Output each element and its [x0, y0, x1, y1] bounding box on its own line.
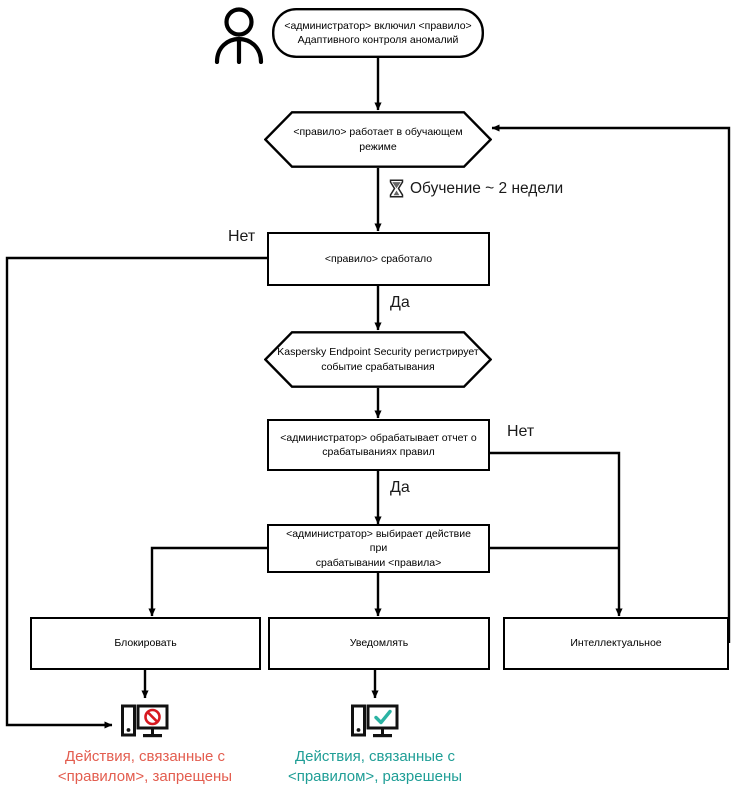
person-icon: [208, 6, 270, 65]
node-learning-mode[interactable]: <правило> работает в обучающем режиме: [264, 111, 492, 168]
node-admin-processes-report[interactable]: <администратор> обрабатывает отчет о сра…: [267, 419, 490, 471]
node-action-notify-text: Уведомлять: [349, 637, 409, 650]
hexagon-shape: [264, 331, 492, 388]
edge-smart-to-learning: [491, 124, 731, 643]
hexagon-shape: [264, 111, 492, 168]
node-rule-triggered[interactable]: <правило> сработало: [267, 232, 490, 286]
node-kes-registers-text: Kaspersky Endpoint Security регистрирует…: [277, 346, 479, 373]
edge-label-yes-report: Да: [390, 479, 410, 496]
training-annotation: Обучение ~ 2 недели: [389, 179, 563, 198]
node-admin-selects-action[interactable]: <администратор> выбирает действие при ср…: [267, 524, 490, 573]
node-admin-processes-report-text: <администратор> обрабатывает отчет о сра…: [280, 431, 477, 458]
training-label: Обучение ~ 2 недели: [410, 179, 564, 197]
edge-select-to-block: [148, 546, 267, 617]
edge-trigger-no-to-denied: [5, 256, 267, 729]
edge-label-no-trigger: Нет: [228, 228, 256, 245]
hourglass-icon: [389, 179, 404, 198]
capsule-shape: [272, 8, 484, 58]
node-action-smart[interactable]: Интеллектуальное: [503, 617, 729, 670]
node-start[interactable]: <администратор> включил <правило> Адапти…: [272, 8, 484, 58]
node-action-block[interactable]: Блокировать: [30, 617, 261, 670]
edge-label-no-report: Нет: [507, 423, 535, 440]
computer-blocked-icon: [121, 704, 169, 744]
node-admin-selects-action-text: <администратор> выбирает действие при ср…: [286, 528, 471, 569]
node-start-text: <администратор> включил <правило> Адапти…: [284, 19, 472, 46]
outcome-denied-text: Действия, связанные с <правилом>, запрещ…: [57, 748, 233, 786]
node-action-block-text: Блокировать: [114, 637, 177, 650]
node-action-smart-text: Интеллектуальное: [570, 637, 662, 650]
edge-report-no-to-smart: [490, 451, 623, 617]
node-kes-registers[interactable]: Kaspersky Endpoint Security регистрирует…: [264, 331, 492, 388]
node-rule-triggered-text: <правило> сработало: [324, 252, 433, 265]
outcome-allowed-text: Действия, связанные с <правилом>, разреш…: [287, 748, 463, 786]
edge-label-yes-trigger: Да: [390, 294, 410, 311]
node-learning-mode-text: <правило> работает в обучающем режиме: [293, 126, 463, 153]
computer-allowed-icon: [351, 704, 399, 744]
node-action-notify[interactable]: Уведомлять: [268, 617, 490, 670]
